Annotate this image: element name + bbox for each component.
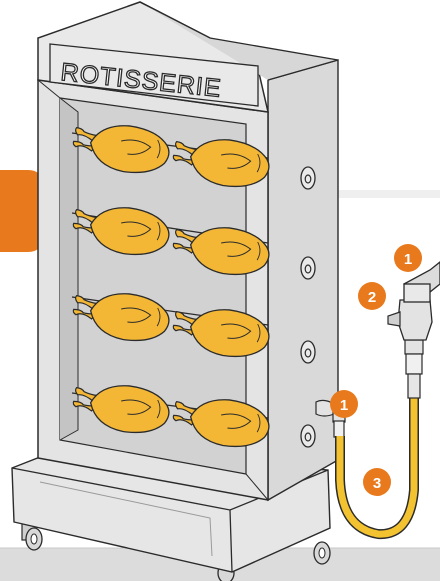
marker-2-shutoff-valve: 2 [358,282,386,310]
knob-icon [301,257,315,279]
valve-lever-icon [388,312,400,326]
side-tab [0,170,42,252]
marker-label: 3 [373,475,381,492]
knob-icon [301,167,315,189]
marker-label: 2 [368,289,376,306]
marker-3-gas-hose: 3 [363,468,391,496]
gas-hose-fill [340,396,414,534]
knob-icon [301,341,315,363]
marker-label: 1 [340,397,348,414]
marker-1-valve-outlet: 1 [394,244,422,272]
marker-1-appliance-inlet: 1 [330,390,358,418]
wall-valve-assembly [388,262,440,398]
knob-icon [301,425,315,447]
marker-label: 1 [404,251,412,268]
